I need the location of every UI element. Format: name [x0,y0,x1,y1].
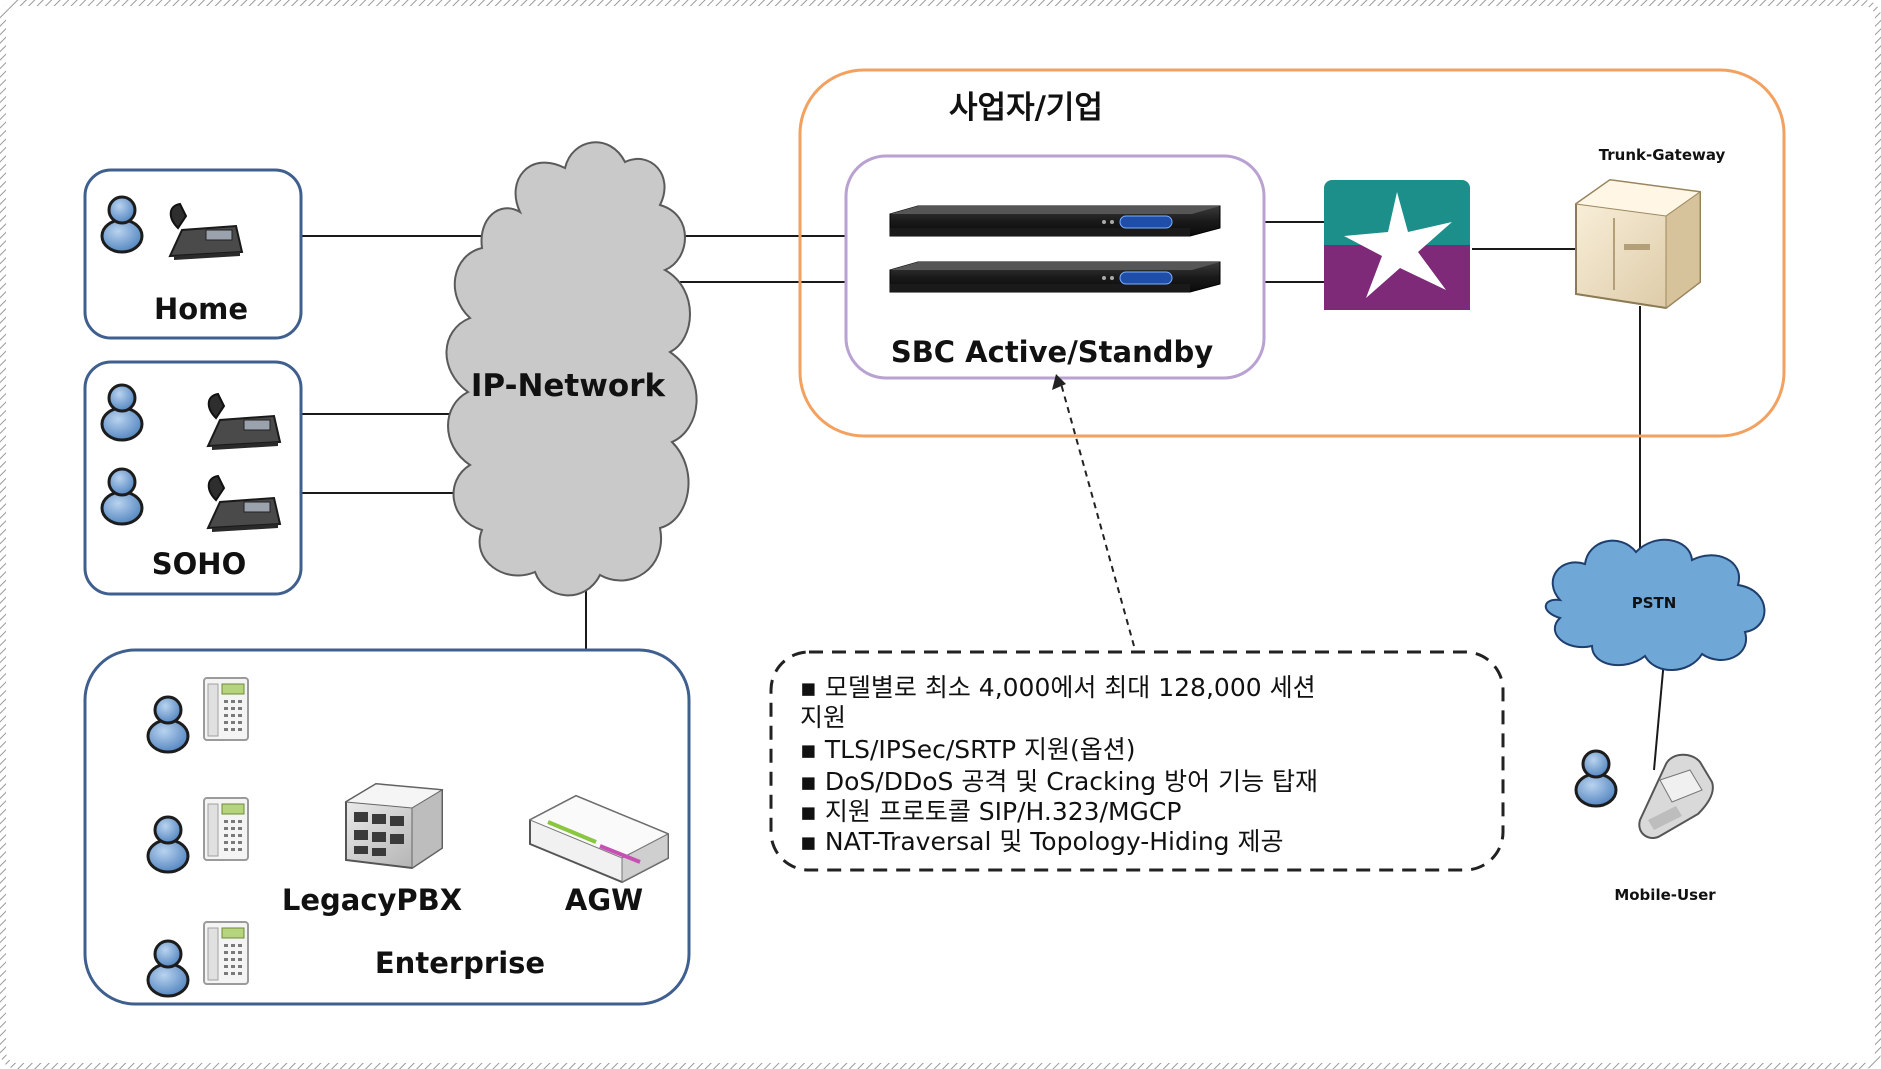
soho-label: SOHO [152,547,246,581]
mobile-user-icon [1574,749,1618,808]
sbc-label: SBC Active/Standby [891,335,1213,369]
enterprise-label: Enterprise [375,946,545,980]
agw-icon [528,794,670,884]
sbc-active-icon [889,205,1221,237]
legacy-pbx-icon [344,782,444,870]
pstn-label: PSTN [1632,594,1677,612]
mobile-phone-icon [1638,753,1714,839]
home-label: Home [154,292,248,326]
pstn-cloud [1544,538,1766,671]
ent-phone-icon-1 [203,677,249,741]
ip-network-label: IP-Network [471,368,667,404]
feature-line-3: ▪ TLS/IPSec/SRTP 지원(옵션) [800,735,1135,764]
ent-phone-icon-2 [203,797,249,861]
feature-line-1: ▪ 모델별로 최소 4,000에서 최대 128,000 세션 [800,673,1316,702]
provider-label: 사업자/기업 [949,90,1103,126]
legacy-pbx-label: LegacyPBX [282,883,462,917]
feature-line-2: 지원 [800,703,846,732]
feature-callout [769,650,1505,872]
agw-label: AGW [565,883,643,917]
trunk-gateway-label: Trunk-Gateway [1599,146,1726,164]
callout-arrowhead [1052,374,1066,390]
feature-list: ▪ 모델별로 최소 4,000에서 최대 128,000 세션 지원 ▪ TLS… [800,673,1318,856]
feature-line-6: ▪ NAT-Traversal 및 Topology-Hiding 제공 [800,827,1283,856]
provider-group [798,68,1786,438]
mobile-user-label: Mobile-User [1614,886,1716,904]
trunk-gateway-icon [1574,178,1702,310]
sbc-standby-icon [889,261,1221,293]
callout-pointer [1059,379,1135,647]
ent-phone-icon-3 [203,921,249,985]
star-server-icon [1324,180,1470,310]
ip-network-cloud [445,141,698,597]
feature-line-4: ▪ DoS/DDoS 공격 및 Cracking 방어 기능 탑재 [800,767,1318,796]
feature-line-5: ▪ 지원 프로토콜 SIP/H.323/MGCP [800,797,1181,826]
